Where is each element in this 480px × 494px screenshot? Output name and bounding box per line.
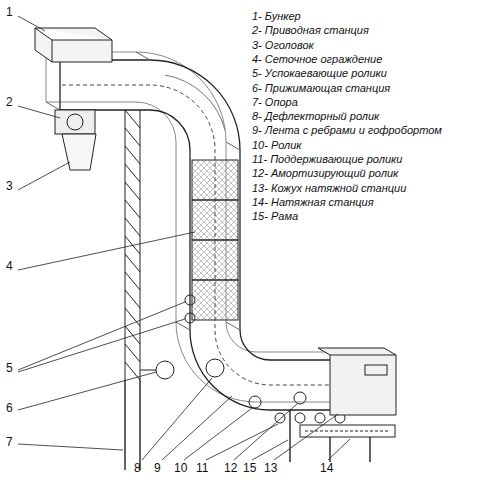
callout-number: 8 [134, 462, 141, 475]
frame-truss [125, 110, 140, 380]
callout-number: 15 [243, 462, 256, 475]
truss-brace [125, 272, 140, 290]
pressing-station [140, 361, 174, 379]
tension-housing [318, 348, 396, 415]
part-list-item: 8- Дефлекторный ролик [252, 110, 379, 122]
part-list-item: 10- Ролик [252, 139, 302, 151]
mesh-guard [165, 75, 238, 320]
truss-brace [125, 164, 140, 182]
part-list-item: 5- Успокаевающие ролики [252, 67, 387, 79]
drive-station [55, 110, 95, 134]
roller [249, 396, 261, 408]
part-list-item: 7- Опора [252, 96, 298, 108]
callout-number: 7 [6, 436, 13, 449]
part-list-item: 3- Оголовок [252, 39, 314, 51]
part-list-item: 1- Бункер [252, 10, 301, 22]
truss-brace [125, 326, 140, 344]
calming-roller [185, 313, 195, 323]
support-legs [125, 380, 370, 470]
head-chute [62, 134, 96, 170]
callout-number: 10 [174, 462, 187, 475]
truss-brace [125, 146, 140, 164]
part-list-item: 4- Сеточное ограждение [252, 53, 382, 65]
hopper [35, 28, 112, 62]
callout-number: 1 [6, 6, 13, 19]
part-list-item: 6- Прижимающая станция [252, 82, 390, 94]
damping-roller [294, 392, 306, 404]
truss-brace [125, 110, 140, 128]
truss-brace [125, 254, 140, 272]
truss-brace [125, 128, 140, 146]
callout-number: 12 [224, 462, 237, 475]
calming-roller [185, 295, 195, 305]
callout-number: 3 [6, 180, 13, 193]
callout-number: 9 [154, 462, 161, 475]
callout-number: 2 [6, 96, 13, 109]
truss-brace [125, 200, 140, 218]
callout-number: 4 [6, 260, 13, 273]
part-list-item: 2- Приводная станция [252, 24, 369, 36]
part-list-item: 13- Кожух натяжной станции [252, 182, 406, 194]
truss-brace [125, 344, 140, 362]
callout-number: 11 [196, 462, 208, 475]
deflector-roller [206, 359, 224, 377]
truss-brace [125, 218, 140, 236]
callout-number: 14 [320, 462, 333, 475]
callout-number: 13 [264, 462, 277, 475]
part-list-item: 9- Лента с ребрами и гофробортом [252, 124, 442, 136]
part-list-item: 12- Амортизирующий ролик [252, 167, 398, 179]
part-list-item: 11- Поддерживающие ролики [252, 153, 402, 165]
callout-number: 6 [6, 402, 13, 415]
callout-number: 5 [6, 362, 13, 375]
part-list-item: 15- Рама [252, 210, 298, 222]
truss-brace [125, 182, 140, 200]
truss-brace [125, 290, 140, 308]
part-list-item: 14- Натяжная станция [252, 196, 374, 208]
truss-brace [125, 236, 140, 254]
